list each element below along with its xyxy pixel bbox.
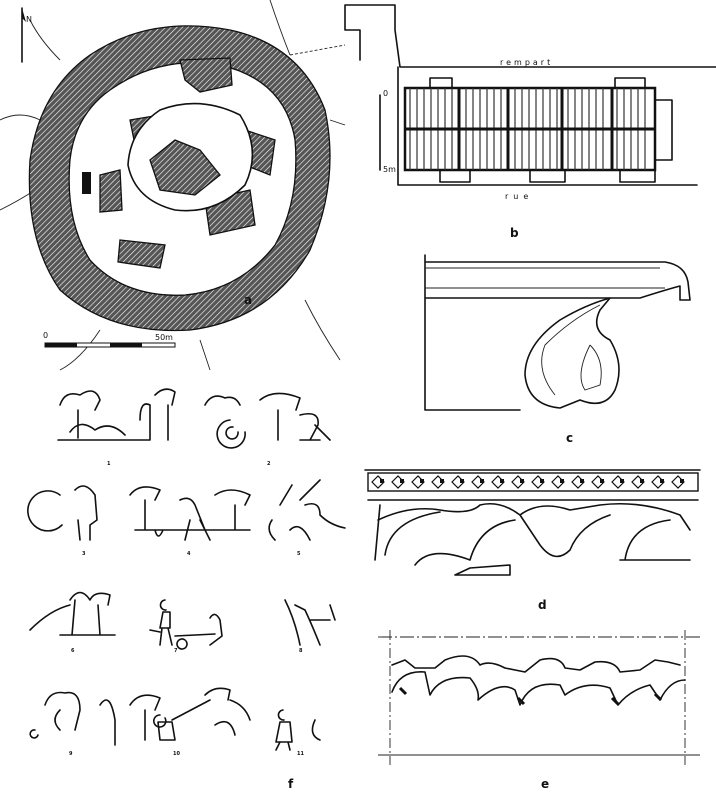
figure-label-c: c (566, 431, 573, 445)
frieze-drawing-d: d (364, 469, 701, 612)
svg-text:0: 0 (43, 331, 48, 340)
svg-text:10: 10 (173, 751, 180, 757)
figure-label-d: d (538, 598, 547, 612)
scene-sketches-f: 1 2 3 4 5 6 7 8 9 10 11 f (27, 388, 346, 791)
north-label: N (26, 15, 32, 24)
svg-text:8: 8 (299, 648, 303, 654)
svg-text:0: 0 (383, 89, 388, 98)
town-plan-a: N 0 50m a (0, 0, 346, 371)
svg-text:6: 6 (71, 648, 75, 654)
scale-bar-b: 0 5m (379, 89, 396, 174)
rempart-label: rempart (500, 58, 553, 67)
north-arrow-icon: N (21, 7, 32, 63)
svg-text:7: 7 (174, 648, 178, 654)
corbel-drawing-c: c (424, 254, 691, 445)
svg-text:50m: 50m (155, 333, 173, 342)
scene-numbers: 1 2 3 4 5 6 7 8 9 10 11 (69, 461, 304, 757)
svg-text:11: 11 (297, 751, 304, 757)
svg-text:9: 9 (69, 751, 73, 757)
svg-text:5: 5 (297, 551, 301, 557)
figure-label-e: e (541, 777, 549, 791)
figure-label-f: f (288, 777, 294, 791)
svg-text:5m: 5m (383, 165, 396, 174)
svg-text:4: 4 (187, 551, 191, 557)
svg-text:3: 3 (82, 551, 86, 557)
scale-bar-a: 0 50m (43, 331, 176, 348)
rue-label: rue (505, 192, 533, 201)
svg-text:1: 1 (107, 461, 111, 467)
svg-text:2: 2 (267, 461, 271, 467)
arcade-drawing-e: e (378, 630, 700, 791)
building-plan-b: rempart 0 5m rue b (344, 4, 716, 240)
figure-label-b: b (510, 226, 519, 240)
figure-label-a: a (244, 293, 252, 307)
